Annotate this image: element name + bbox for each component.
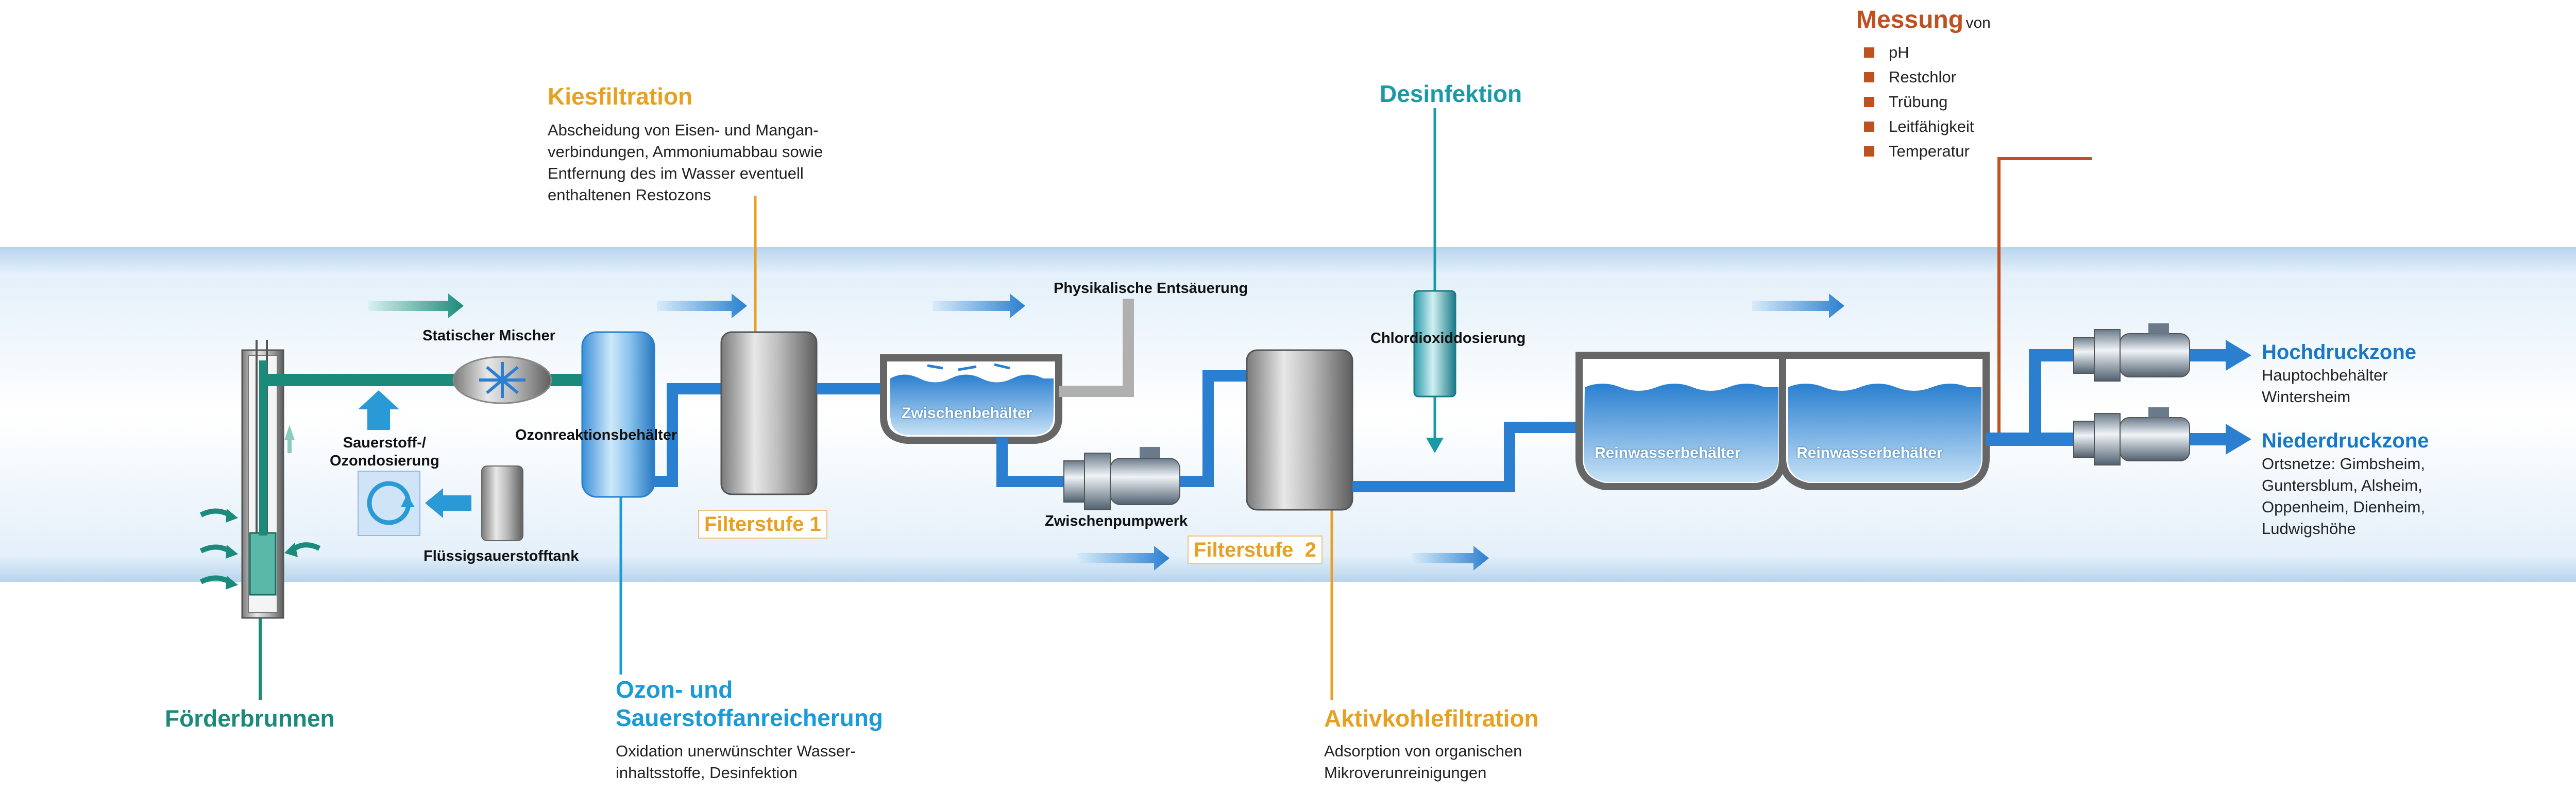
bullet-square-icon [1864, 97, 1874, 107]
dosing-arrow-icon [358, 390, 399, 430]
measurement-suffix: von [1965, 14, 1991, 31]
mixer-star-icon [479, 362, 526, 398]
low-pressure-line: Oppenheim, Dienheim, [2262, 497, 2426, 516]
filter-stage-2 [1246, 349, 1353, 511]
high-pressure-pump [2073, 323, 2190, 382]
ozone-title-line: Ozon- und [616, 676, 733, 703]
kies-line: Abscheidung von Eisen- und Mangan- [548, 121, 819, 139]
activated-carbon-line: Mikroverunreinigungen [1324, 763, 1487, 782]
low-pressure-description: Ortsnetze: Gimbsheim, Guntersblum, Alshe… [2262, 453, 2425, 539]
bullet-square-icon [1864, 72, 1874, 82]
measurement-item: Leitfähigkeit [1864, 114, 1974, 139]
clean-water-tank-1-label: Reinwasserbehälter [1595, 444, 1741, 461]
static-mixer-label: Statischer Mischer [422, 327, 555, 344]
flow-arrow-icon [1412, 546, 1489, 571]
clean-water-tank-2-label: Reinwasserbehälter [1797, 444, 1943, 461]
flow-arrow-icon [1752, 294, 1844, 318]
ozone-title-line: Sauerstoffanreicherung [616, 704, 883, 732]
bullet-square-icon [1864, 47, 1874, 58]
ozone-line: inhaltsstoffe, Desinfektion [616, 763, 798, 782]
well-title: Förderbrunnen [165, 705, 335, 732]
ozone-line: Oxidation unerwünschter Wasser- [616, 742, 856, 760]
kies-line: Entfernung des im Wasser eventuell [548, 164, 804, 182]
measurement-item-label: Temperatur [1889, 142, 1970, 160]
measurement-item-label: Restchlor [1889, 68, 1956, 86]
measurement-item: pH [1864, 40, 1974, 65]
high-pressure-title: Hochdruckzone [2262, 341, 2417, 364]
low-pressure-title: Niederdruckzone [2262, 429, 2429, 452]
oxygen-tank [481, 465, 523, 541]
teal-pipe [259, 360, 267, 536]
measurement-item-label: pH [1889, 43, 1909, 61]
high-pressure-line: Wintersheim [2262, 387, 2351, 406]
ozone-title: Ozon- und Sauerstoffanreicherung [616, 676, 883, 732]
bullet-square-icon [1864, 122, 1874, 132]
filter-stage-1-label: Filterstufe 1 [698, 510, 827, 539]
ozone-description: Oxidation unerwünschter Wasser- inhaltss… [616, 740, 856, 784]
high-pressure-line: Hauptochbehälter [2262, 366, 2388, 384]
activated-carbon-line: Adsorption von organischen [1324, 742, 1522, 760]
flow-arrow-icon [933, 294, 1025, 318]
desinfektion-title: Desinfektion [1380, 80, 1522, 107]
filter-stage-1 [720, 331, 818, 495]
measurement-header: Messung von [1856, 5, 1991, 35]
intermediate-pump-label: Zwischenpumpwerk [1045, 513, 1188, 529]
flow-arrow-icon [368, 294, 464, 318]
activated-carbon-title: Aktivkohlefiltration [1324, 705, 1539, 732]
measurement-item-label: Trübung [1889, 93, 1948, 111]
oxygen-dosing-label: Sauerstoff-/ Ozondosierung [330, 434, 439, 470]
flow-arrow-icon [1077, 546, 1170, 571]
low-pressure-line: Ludwigshöhe [2262, 519, 2356, 538]
ozone-reactor [581, 331, 655, 498]
outlet-arrow-icon [2226, 340, 2251, 371]
kies-title: Kiesfiltration [548, 83, 693, 110]
high-pressure-description: Hauptochbehälter Wintersheim [2262, 365, 2388, 408]
dosing-arrow-icon [425, 488, 471, 518]
chlorine-dioxide-unit [1413, 290, 1456, 398]
bullet-square-icon [1864, 146, 1874, 157]
low-pressure-line: Ortsnetze: Gimbsheim, [2262, 455, 2425, 473]
ozone-reactor-label: Ozonreaktionsbehälter [515, 427, 677, 443]
measurement-item: Temperatur [1864, 139, 1974, 164]
intermediate-pump [1063, 447, 1180, 510]
flow-arrow-icon [657, 294, 747, 318]
oxygen-dosing-line: Ozondosierung [330, 452, 439, 469]
low-pressure-line: Guntersblum, Alsheim, [2262, 476, 2422, 494]
activated-carbon-description: Adsorption von organischen Mikroverunrei… [1324, 740, 1522, 784]
measurement-item: Restchlor [1864, 65, 1974, 90]
measurement-item: Trübung [1864, 90, 1974, 114]
intermediate-tank-label: Zwischenbehälter [902, 405, 1032, 422]
measurement-list: pH Restchlor Trübung Leitfähigkeit Tempe… [1864, 40, 1974, 164]
kies-line: verbindungen, Ammoniumabbau sowie [548, 142, 823, 161]
oxygen-tank-label: Flüssigsauerstofftank [423, 548, 579, 564]
oxygen-dosing-line: Sauerstoff-/ [343, 435, 426, 451]
chlorine-dioxide-label: Chlordioxiddosierung [1370, 330, 1526, 347]
kies-line: enthaltenen Restozons [548, 185, 711, 204]
measurement-item-label: Leitfähigkeit [1889, 117, 1974, 135]
outlet-arrow-icon [2226, 424, 2251, 455]
filter-stage-2-label: Filterstufe 2 [1188, 536, 1323, 564]
deacidification-label: Physikalische Entsäuerung [1054, 280, 1248, 297]
kies-description: Abscheidung von Eisen- und Mangan- verbi… [548, 119, 823, 205]
low-pressure-pump [2073, 407, 2190, 465]
measurement-title: Messung [1856, 6, 1964, 33]
up-arrow-icon [284, 425, 295, 453]
